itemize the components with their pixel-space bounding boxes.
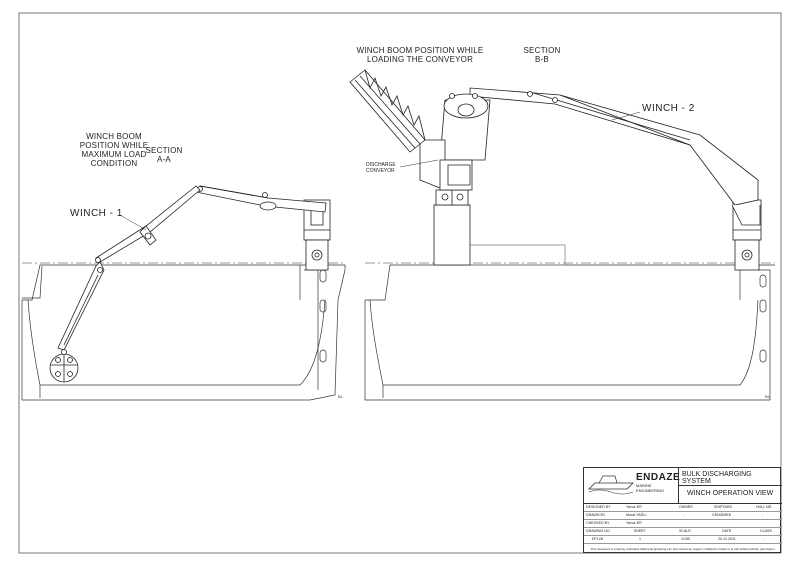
winch-2-leader [611, 111, 641, 121]
tb-shipyard-value: CENGİMEK [712, 513, 732, 517]
drawing-title: WINCH OPERATION VIEW [679, 486, 782, 504]
title-row-designed: DESIGNED BY Yavuz ER OWNER SHIPYARD HULL… [584, 504, 782, 512]
tb-class-label: CLASS [760, 529, 772, 533]
loading-conveyor-lattice [349, 69, 426, 153]
tb-drawing-no-label: DRAWING NO. [586, 529, 611, 533]
label-winch-boom-loading: WINCH BOOM POSITION WHILE LOADING THE CO… [356, 46, 484, 64]
title-row-drawn: DRAWN BY Murat YAĞLI - CENGİMEK - [584, 512, 782, 520]
tb-drawn-value: Murat YAĞLI [626, 513, 647, 517]
tb-sheet-label: SHEET [634, 529, 646, 533]
tb-shipyard-label: SHIPYARD [714, 505, 733, 509]
tb-drawing-no-value: EP128 [592, 537, 603, 541]
tb-date-label: DATE [722, 529, 732, 533]
tb-owner-label: OWNER [679, 505, 693, 509]
label-section-aa: SECTION A-A [145, 146, 183, 164]
discharge-hopper [419, 93, 491, 191]
tb-sheet-value: 1 [639, 537, 641, 541]
tb-owner-value: - [684, 513, 686, 517]
winch-1-leader [119, 214, 147, 231]
tb-hull-label: HULL NR. [756, 505, 773, 509]
label-section-bb: SECTION B-B [523, 46, 561, 64]
winch-2-boom [469, 87, 761, 226]
label-winch-1: WINCH - 1 [70, 208, 123, 219]
label-discharge-conveyor: DISCHARGE CONVEYOR [366, 162, 396, 174]
tb-drawn-label: DRAWN BY [586, 513, 606, 517]
tb-designed-value: Yavuz ER [626, 505, 642, 509]
tb-scale-value: 1/150 [681, 537, 690, 541]
hull-section-aa [21, 262, 346, 401]
bl-marker-right: BL [765, 394, 771, 399]
title-block: ENDAZE MARINE ENGINEERING BULK DISCHARGI… [583, 467, 782, 553]
tb-class-value: - [764, 537, 766, 541]
company-name: ENDAZE [636, 472, 681, 483]
hull-section-bb [364, 244, 775, 401]
tb-checked-value: Yavuz ER [626, 521, 642, 525]
ship-logo-icon [588, 475, 634, 495]
company-subtitle: MARINE ENGINEERING [636, 483, 665, 493]
title-row-checked: CHECKED BY Yavuz ER [584, 520, 782, 528]
label-winch-boom-max-load: WINCH BOOM POSITION WHILE MAXIMUM LOAD C… [79, 132, 149, 168]
title-row-values: EP128 1 1/150 20.12.2011 - [584, 536, 782, 544]
bl-marker-left: BL [338, 394, 344, 399]
conveyor-leader [399, 159, 439, 168]
title-row-headers: DRAWING NO. SHEET SCALE DATE CLASS [584, 528, 782, 536]
discharge-pedestal [433, 189, 471, 266]
tb-checked-label: CHECKED BY [586, 521, 610, 525]
tb-date-value: 20.12.2011 [718, 537, 736, 541]
title-block-footer-note: This document is property of Endaze Mari… [590, 547, 776, 551]
company-logo-area: ENDAZE MARINE ENGINEERING [584, 468, 681, 504]
tb-hull-value: - [762, 513, 764, 517]
tb-designed-label: DESIGNED BY [586, 505, 611, 509]
tb-scale-label: SCALE [679, 529, 691, 533]
project-title: BULK DISCHARGING SYSTEM [679, 468, 782, 486]
winch-1-boom [49, 185, 327, 383]
label-winch-2: WINCH - 2 [642, 103, 695, 114]
sheet-border [18, 12, 782, 554]
